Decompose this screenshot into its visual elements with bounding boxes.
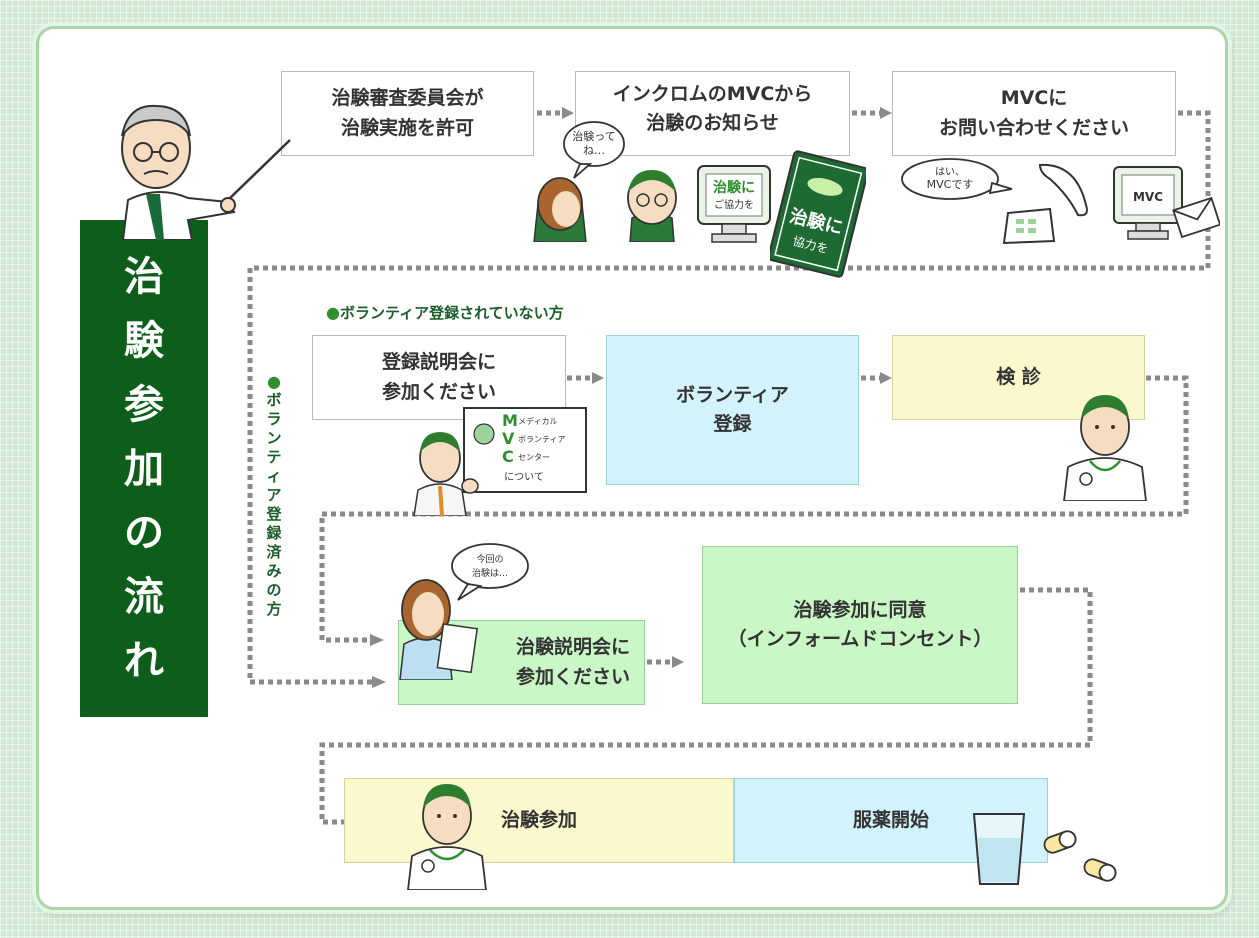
step-trial-participation: 治験参加 <box>344 778 734 863</box>
step-line: 参加ください <box>515 665 630 688</box>
title-char: 流 <box>124 573 164 620</box>
branch-char: の <box>266 581 282 599</box>
step-registration-briefing: 登録説明会に 参加ください <box>312 335 566 420</box>
branch-char: 登 <box>266 505 282 523</box>
step-line: （インフォームドコンセント） <box>727 628 993 650</box>
step-line: ボランティア <box>676 383 789 406</box>
step-line: 登録説明会に <box>381 351 496 374</box>
title-char: 治 <box>124 253 164 300</box>
title-char: の <box>124 509 164 556</box>
branch-char: 済 <box>266 543 282 561</box>
step-informed-consent: 治験参加に同意 （インフォームドコンセント） <box>702 546 1018 704</box>
title-char: 加 <box>124 445 164 492</box>
step-start-medication: 服薬開始 <box>734 778 1048 863</box>
branch-char: ラ <box>266 410 282 428</box>
step-line: 検 診 <box>996 365 1041 388</box>
step-line: 治験参加 <box>500 808 577 831</box>
branch-char: み <box>266 562 282 580</box>
flow-title: 治 験 参 加 の 流 れ <box>80 220 208 717</box>
step-line: インクロムのMVCから <box>612 83 813 105</box>
step-line: 治験審査委員会が <box>331 87 484 110</box>
title-char: 験 <box>124 317 164 364</box>
branch-not-registered: ●ボランティア登録されていない方 <box>326 303 564 322</box>
step-screening: 検 診 <box>892 335 1145 420</box>
step-mvc-notice: インクロムのMVCから 治験のお知らせ <box>575 71 850 156</box>
branch-label: ボランティア登録されていない方 <box>339 304 564 322</box>
step-trial-briefing: 治験説明会に 参加ください <box>398 620 645 705</box>
step-line: 治験説明会に <box>515 636 630 659</box>
step-line: 登録 <box>713 413 752 435</box>
branch-registered: ● ボ ラ ン テ ィ ア 登 録 済 み の 方 <box>266 372 282 618</box>
branch-char: テ <box>266 448 282 466</box>
step-irb-approval: 治験審査委員会が 治験実施を許可 <box>281 71 534 156</box>
branch-char: 方 <box>266 600 282 618</box>
title-char: 参 <box>124 381 164 428</box>
branch-char: 録 <box>266 524 282 542</box>
step-line: 治験実施を許可 <box>340 116 474 139</box>
step-line: 治験のお知らせ <box>646 112 779 135</box>
branch-char: ア <box>266 486 282 504</box>
step-line: お問い合わせください <box>938 116 1129 139</box>
step-line: 治験参加に同意 <box>793 598 927 621</box>
step-volunteer-registration: ボランティア 登録 <box>606 335 859 485</box>
branch-char: ボ <box>266 391 282 409</box>
branch-char: ン <box>266 429 282 447</box>
branch-char: ィ <box>266 467 282 485</box>
step-line: 参加ください <box>381 380 496 403</box>
step-line: 服薬開始 <box>852 808 929 831</box>
step-contact-mvc: MVCに お問い合わせください <box>892 71 1176 156</box>
title-char: れ <box>124 637 164 684</box>
step-line: MVCに <box>1000 87 1068 110</box>
